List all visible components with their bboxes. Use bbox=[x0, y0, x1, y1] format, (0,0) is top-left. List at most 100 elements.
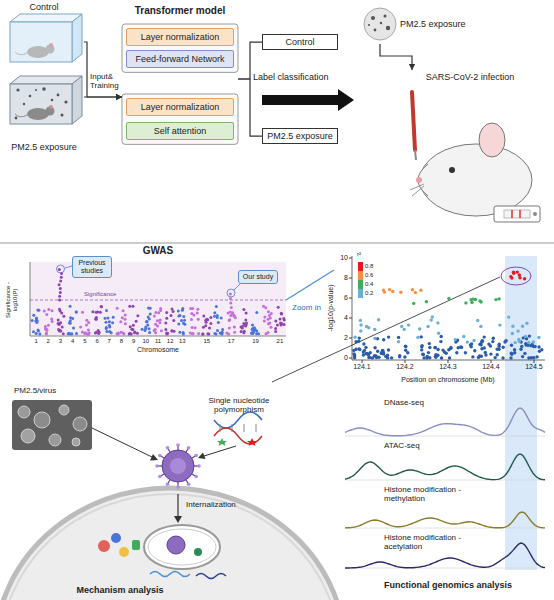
plot-mark bbox=[81, 331, 84, 334]
text-label: Single nucleotide polymorphism bbox=[196, 396, 282, 414]
drawing-part bbox=[18, 406, 30, 418]
plot-mark bbox=[51, 309, 54, 312]
plot-mark bbox=[491, 340, 494, 343]
plot-mark bbox=[60, 272, 63, 275]
text-label: 13 bbox=[179, 338, 186, 345]
plot-mark bbox=[62, 315, 65, 318]
text-label: 12 bbox=[167, 338, 174, 345]
text-label: 10 bbox=[143, 338, 150, 345]
plot-mark bbox=[153, 315, 156, 318]
plot-mark bbox=[511, 325, 514, 328]
plot-mark bbox=[233, 331, 236, 334]
plot-mark bbox=[386, 354, 389, 357]
plot-mark bbox=[497, 297, 500, 300]
plot-mark bbox=[107, 316, 110, 319]
plot-mark bbox=[244, 319, 247, 322]
process-box: Feed-forward Network bbox=[126, 50, 234, 68]
plot-mark bbox=[111, 321, 114, 324]
virus-body bbox=[162, 450, 194, 482]
plot-mark bbox=[160, 329, 163, 332]
plot-mark bbox=[124, 314, 127, 317]
drawing-part bbox=[415, 150, 416, 160]
plot-mark bbox=[59, 287, 62, 290]
connector bbox=[238, 79, 262, 136]
plot-mark bbox=[510, 344, 513, 347]
plot-mark bbox=[229, 293, 232, 296]
plot-mark bbox=[274, 330, 277, 333]
plot-mark bbox=[449, 346, 452, 349]
mouse-cage bbox=[10, 14, 82, 62]
plot-mark bbox=[497, 348, 500, 351]
plot-mark bbox=[207, 332, 210, 335]
plot-mark bbox=[527, 341, 530, 344]
drawing-part bbox=[72, 76, 82, 124]
plot-mark bbox=[45, 332, 48, 335]
plot-mark bbox=[416, 336, 419, 339]
plot-mark bbox=[105, 330, 108, 333]
plot-mark bbox=[352, 352, 355, 355]
plot-mark bbox=[87, 321, 90, 324]
plot-mark bbox=[197, 332, 200, 335]
drawing-part bbox=[15, 52, 27, 55]
plot-mark bbox=[268, 322, 271, 325]
plot-mark bbox=[209, 322, 212, 325]
plot-mark bbox=[489, 352, 492, 355]
virus-spike-tip bbox=[176, 443, 180, 447]
plot-mark bbox=[494, 356, 497, 359]
drawing-part bbox=[247, 438, 257, 446]
pm-image bbox=[12, 400, 92, 450]
plot-mark bbox=[59, 280, 62, 283]
drawing-part bbox=[23, 103, 25, 105]
plot-mark bbox=[149, 307, 152, 310]
plot-mark bbox=[229, 297, 232, 300]
plot-mark bbox=[72, 327, 75, 330]
plot-mark bbox=[79, 326, 82, 329]
plot-mark bbox=[373, 337, 376, 340]
drawing-part bbox=[368, 24, 370, 26]
node-text: PM2.5 exposure bbox=[267, 131, 333, 141]
text-label: r² bbox=[357, 251, 361, 258]
snp-leader bbox=[272, 277, 500, 382]
virus-spike-tip bbox=[187, 482, 191, 486]
plot-mark bbox=[255, 311, 258, 314]
plot-mark bbox=[69, 319, 72, 322]
plot-mark bbox=[105, 326, 108, 329]
drawing-part bbox=[177, 494, 178, 517]
plot-mark bbox=[480, 355, 483, 358]
drawing-part bbox=[384, 15, 387, 18]
text-label: Functional genomics analysis bbox=[384, 580, 512, 590]
plot-mark bbox=[445, 352, 448, 355]
plot-mark bbox=[353, 336, 356, 339]
plot-mark bbox=[58, 268, 61, 271]
plot-mark bbox=[440, 356, 443, 359]
text-label: 21 bbox=[277, 338, 284, 345]
plot-mark bbox=[182, 322, 185, 325]
plot-mark bbox=[189, 331, 192, 334]
plot-mark bbox=[209, 316, 212, 319]
drawing-part bbox=[21, 429, 35, 443]
plot-mark bbox=[471, 355, 474, 358]
plot-mark bbox=[221, 331, 224, 334]
plot-mark bbox=[430, 318, 433, 321]
plot-mark bbox=[75, 332, 78, 335]
plot-mark bbox=[280, 323, 283, 326]
drawing-part bbox=[448, 360, 449, 363]
process-box: Layer normalization bbox=[126, 28, 234, 46]
drawing-part bbox=[364, 8, 396, 40]
node-text: PM2.5 exposure bbox=[400, 19, 466, 29]
plot-mark bbox=[229, 311, 232, 314]
plot-mark bbox=[480, 347, 483, 350]
plot-mark bbox=[75, 311, 78, 314]
plot-mark bbox=[473, 349, 476, 352]
plot-mark bbox=[494, 298, 497, 301]
plot-mark bbox=[274, 327, 277, 330]
drawing-part bbox=[220, 424, 221, 432]
plot-mark bbox=[268, 314, 271, 317]
arrowhead bbox=[116, 94, 122, 100]
drawing-part bbox=[65, 266, 72, 268]
plot-mark bbox=[447, 297, 450, 300]
plot-mark bbox=[359, 323, 362, 326]
text-label: Internalization bbox=[186, 500, 236, 509]
plot-mark bbox=[165, 333, 168, 336]
